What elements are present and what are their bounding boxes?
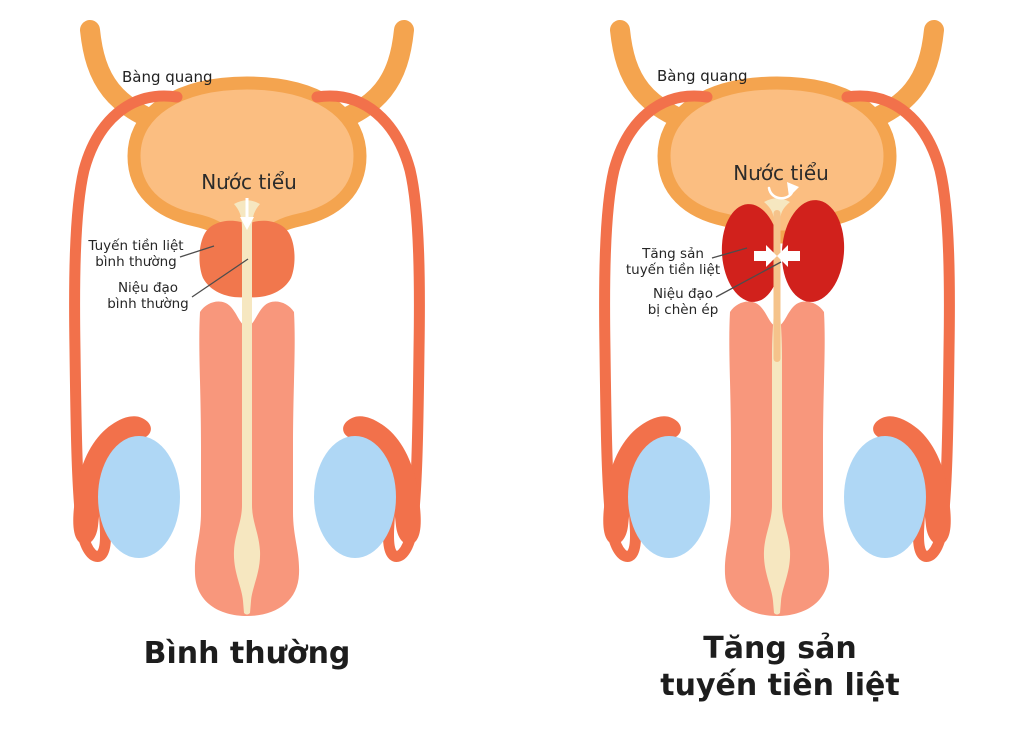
urine-label: Nước tiểu (201, 170, 297, 194)
down-arrow-icon (240, 198, 254, 230)
swirl-arrow-icon (767, 182, 799, 200)
testicle-left (98, 436, 180, 558)
caption-hyperplasia: Tăng sản tuyến tiền liệt (660, 631, 900, 703)
compress-arrow-left-icon (754, 245, 777, 267)
leader-line-urethra (191, 258, 249, 298)
bladder-label: Bàng quang (122, 68, 213, 86)
testicle-left (628, 436, 710, 558)
epididymis-right (343, 416, 421, 545)
leader-line-enlarged-prostate (711, 247, 748, 259)
leader-line-compressed-urethra (715, 261, 782, 298)
epididymis-left (73, 416, 151, 545)
testicle-right (844, 436, 926, 558)
compress-arrow-right-icon (777, 245, 800, 267)
callout-compressed-urethra: Niệu đạo bị chèn ép (647, 286, 719, 319)
urethra-channel (763, 198, 791, 615)
testicle-right (314, 436, 396, 558)
callout-normal-prostate: Tuyến tiền liệt bình thường (88, 238, 184, 271)
epididymis-left (603, 416, 681, 545)
compress-arrows-icon (754, 245, 800, 267)
panel-normal (69, 20, 425, 616)
urine-label: Nước tiểu (733, 161, 829, 185)
epididymis-right (873, 416, 951, 545)
leader-line-prostate (179, 245, 215, 258)
callout-enlarged-prostate: Tăng sản tuyến tiền liệt (625, 246, 721, 279)
caption-normal: Bình thường (143, 636, 351, 671)
urethra-compressed-segment (773, 210, 781, 362)
bladder-label: Bàng quang (657, 67, 748, 85)
urethra-channel (233, 200, 261, 615)
prostate-enlarged-left-lobe (721, 204, 781, 302)
prostate-enlarged-right-lobe (781, 200, 845, 302)
callout-normal-urethra: Niệu đạo bình thường (107, 280, 189, 313)
panel-hyperplasia (599, 20, 955, 616)
